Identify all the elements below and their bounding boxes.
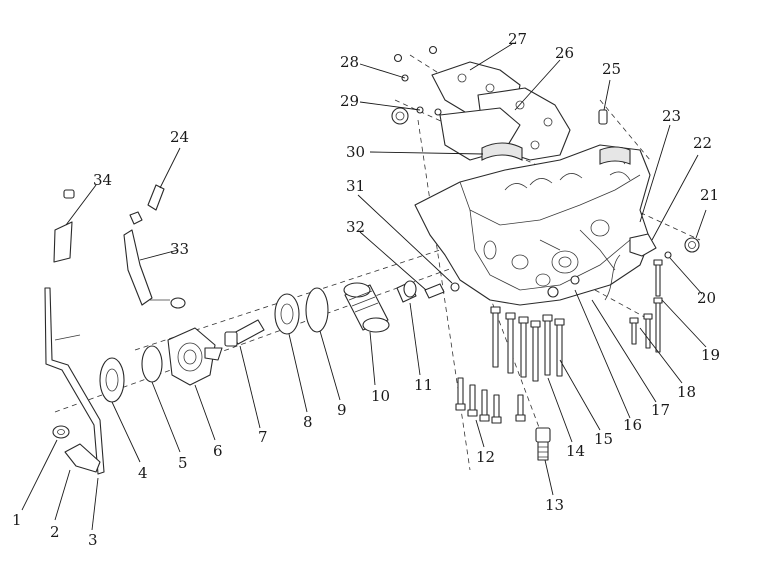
callout-25: 25 (602, 60, 621, 78)
small-bolts (391, 45, 442, 125)
pressure-switch (535, 427, 551, 461)
crankcase (414, 144, 651, 306)
callout-5: 5 (178, 454, 188, 472)
seal-ring (684, 237, 700, 253)
callout-13: 13 (545, 496, 564, 514)
pulley (99, 357, 125, 403)
bent-hose (123, 229, 186, 309)
hose-lower (64, 443, 101, 473)
callout-15: 15 (594, 430, 613, 448)
callout-18: 18 (677, 383, 696, 401)
filter-adapter (396, 280, 417, 303)
callout-31: 31 (346, 177, 365, 195)
bolt-group (455, 259, 663, 424)
callout-9: 9 (337, 401, 347, 419)
callout-26: 26 (555, 44, 574, 62)
cooler-housing (167, 327, 223, 386)
oil-filter (343, 282, 390, 333)
nut (52, 425, 70, 439)
callout-32: 32 (346, 218, 365, 236)
callout-27: 27 (508, 30, 527, 48)
hose-34 (53, 189, 75, 263)
callout-6: 6 (213, 442, 223, 460)
cap (274, 293, 300, 335)
callout-17: 17 (651, 401, 670, 419)
callout-11: 11 (414, 376, 433, 394)
callout-10: 10 (371, 387, 390, 405)
callout-19: 19 (701, 346, 720, 364)
hose-24 (129, 184, 165, 225)
callout-1: 1 (12, 511, 22, 529)
o-ring-large (305, 287, 329, 333)
callout-2: 2 (50, 523, 60, 541)
callout-28: 28 (340, 53, 359, 71)
dowel-pin (598, 109, 608, 125)
fitting (424, 282, 460, 299)
callout-20: 20 (697, 289, 716, 307)
o-ring-small (141, 345, 163, 383)
callout-14: 14 (566, 442, 585, 460)
callout-29: 29 (340, 92, 359, 110)
callout-7: 7 (258, 428, 268, 446)
callout-labels: 1 2 3 4 5 6 7 8 9 10 11 12 13 14 15 16 1… (12, 30, 720, 549)
callout-34: 34 (93, 171, 112, 189)
callout-8: 8 (303, 413, 313, 431)
callout-24: 24 (170, 128, 189, 146)
callout-33: 33 (170, 240, 189, 258)
callout-4: 4 (138, 464, 148, 482)
callout-22: 22 (693, 134, 712, 152)
oil-pipe (44, 287, 105, 475)
callout-12: 12 (476, 448, 495, 466)
callout-16: 16 (623, 416, 642, 434)
leader-lines (21, 43, 707, 531)
callout-23: 23 (662, 107, 681, 125)
cover-plates (431, 61, 631, 165)
callout-3: 3 (88, 531, 98, 549)
callout-21: 21 (700, 186, 719, 204)
sensor (604, 233, 672, 301)
union-bolt (224, 319, 265, 347)
callout-30: 30 (346, 143, 365, 161)
